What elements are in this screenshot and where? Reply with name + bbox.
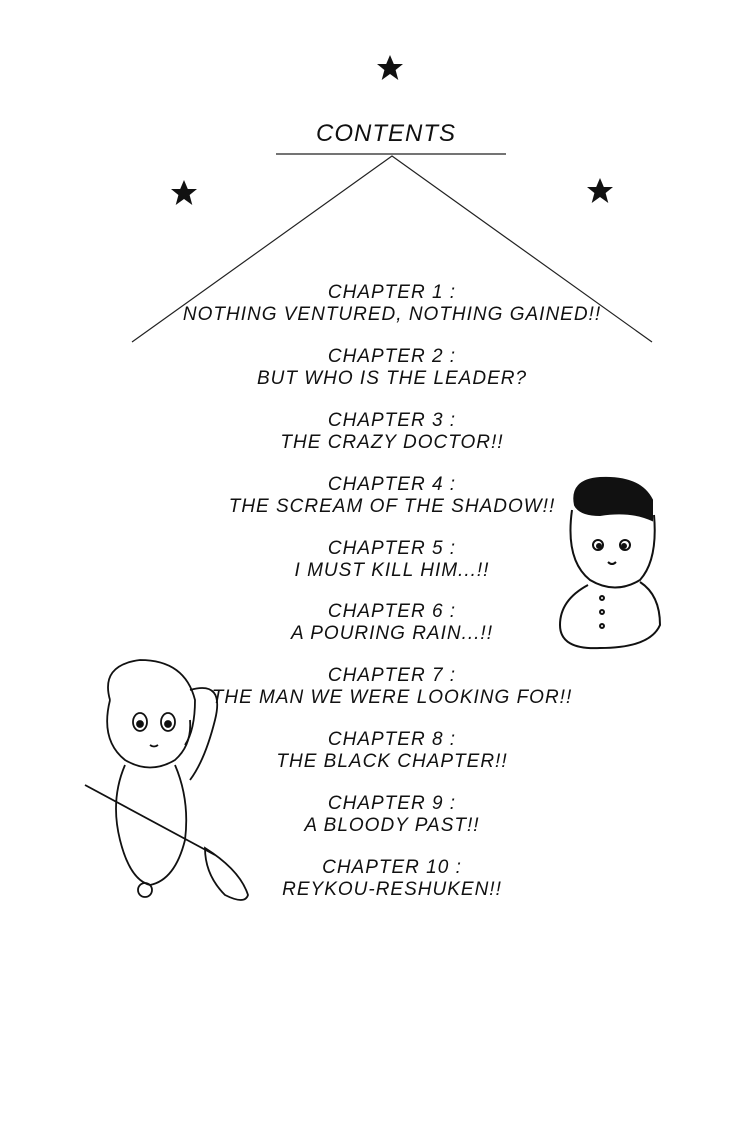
page-title: CONTENTS xyxy=(316,120,456,147)
chapter-title: THE BLACK CHAPTER!! xyxy=(276,751,508,773)
star-icon xyxy=(377,55,403,80)
chapter-label: CHAPTER 8 : xyxy=(327,729,457,751)
roof-lines xyxy=(131,155,653,343)
toc-entry[interactable]: CHAPTER 7 :THE MAN WE WERE LOOKING FOR!! xyxy=(0,665,750,729)
chapter-title: NOTHING VENTURED, NOTHING GAINED!! xyxy=(182,304,602,325)
girl-character-illustration xyxy=(84,659,249,901)
chapter-title: REYKOU-RESHUKEN!! xyxy=(282,879,502,901)
chapter-label: CHAPTER 6 : xyxy=(327,601,457,623)
toc-entry[interactable]: CHAPTER 4 :THE SCREAM OF THE SHADOW!! xyxy=(0,474,750,538)
boy-character-illustration xyxy=(558,476,662,650)
chapter-title: A BLOODY PAST!! xyxy=(304,815,480,837)
star-icon xyxy=(171,180,197,205)
toc-entry[interactable]: CHAPTER 1 :NOTHING VENTURED, NOTHING GAI… xyxy=(0,282,750,346)
toc-entry[interactable]: CHAPTER 10 :REYKOU-RESHUKEN!! xyxy=(0,857,750,921)
table-of-contents: CHAPTER 1 :NOTHING VENTURED, NOTHING GAI… xyxy=(0,282,750,921)
chapter-label: CHAPTER 5 : xyxy=(327,537,457,559)
chapter-label: CHAPTER 10 : xyxy=(322,857,462,879)
star-icon xyxy=(587,178,613,203)
chapter-title: THE MAN WE WERE LOOKING FOR!! xyxy=(211,687,573,709)
chapter-title: THE CRAZY DOCTOR!! xyxy=(280,431,504,453)
toc-entry[interactable]: CHAPTER 9 :A BLOODY PAST!! xyxy=(0,793,750,857)
toc-entry[interactable]: CHAPTER 5 :I MUST KILL HIM...!! xyxy=(0,538,750,602)
chapter-label: CHAPTER 2 : xyxy=(327,345,457,367)
chapter-label: CHAPTER 4 : xyxy=(327,473,457,495)
chapter-label: CHAPTER 1 : xyxy=(327,282,457,303)
chapter-title: BUT WHO IS THE LEADER? xyxy=(256,367,528,389)
toc-entry[interactable]: CHAPTER 8 :THE BLACK CHAPTER!! xyxy=(0,729,750,793)
chapter-label: CHAPTER 9 : xyxy=(327,793,457,815)
chapter-label: CHAPTER 7 : xyxy=(327,665,457,687)
chapter-label: CHAPTER 3 : xyxy=(327,409,457,431)
chapter-title: THE SCREAM OF THE SHADOW!! xyxy=(228,495,556,517)
toc-entry[interactable]: CHAPTER 3 :THE CRAZY DOCTOR!! xyxy=(0,410,750,474)
toc-entry[interactable]: CHAPTER 6 :A POURING RAIN...!! xyxy=(0,601,750,665)
toc-entry[interactable]: CHAPTER 2 :BUT WHO IS THE LEADER? xyxy=(0,346,750,410)
chapter-title: A POURING RAIN...!! xyxy=(291,623,493,645)
chapter-title: I MUST KILL HIM...!! xyxy=(294,559,490,581)
